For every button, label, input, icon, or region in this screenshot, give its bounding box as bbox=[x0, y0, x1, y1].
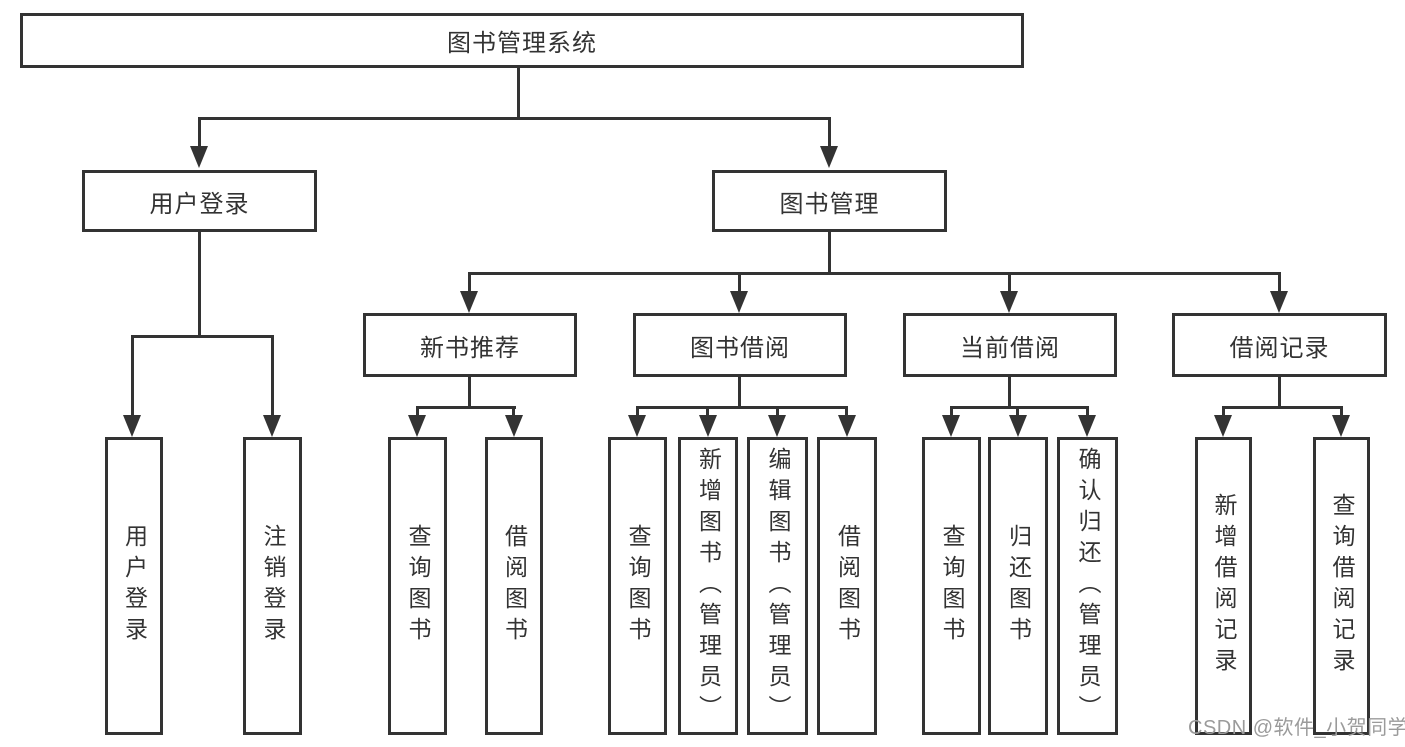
connector-drop-leaf bbox=[271, 335, 274, 419]
connector-drop-leaf bbox=[1340, 406, 1343, 420]
connector-drop-leaf bbox=[1086, 406, 1089, 420]
leaf-bb-edit-books-admin: 编辑图书（管理员） bbox=[747, 437, 808, 735]
connector-drop-leaf bbox=[1222, 406, 1225, 420]
connector-drop-leaf bbox=[131, 335, 134, 419]
arrow-down-icon bbox=[768, 415, 786, 437]
leaf-label: 查询图书 bbox=[625, 524, 651, 648]
leaf-label: 借阅图书 bbox=[501, 524, 528, 648]
node-user-login-branch: 用户登录 bbox=[82, 170, 317, 232]
connector-root-drop bbox=[517, 68, 520, 117]
arrow-down-icon bbox=[460, 291, 478, 313]
arrow-down-icon bbox=[1009, 415, 1027, 437]
leaf-br-add-borrow-record: 新增借阅记录 bbox=[1195, 437, 1252, 735]
arrow-down-icon bbox=[699, 415, 717, 437]
connector-drop-leaf bbox=[416, 406, 419, 420]
arrow-down-icon bbox=[730, 291, 748, 313]
connector-drop-leaf bbox=[950, 406, 953, 420]
connector-drop-new-book bbox=[468, 272, 471, 294]
arrow-down-icon bbox=[942, 415, 960, 437]
connector-drop-leaf bbox=[706, 406, 709, 420]
node-book-borrowing: 图书借阅 bbox=[633, 313, 847, 377]
connector-drop-current-borrow bbox=[1008, 272, 1011, 294]
connector-bookborrow-split bbox=[636, 406, 848, 409]
connector-newbook-split bbox=[416, 406, 516, 409]
connector-drop-leaf bbox=[1016, 406, 1019, 420]
leaf-label: 注销登录 bbox=[260, 524, 286, 648]
node-label: 图书管理 bbox=[779, 190, 880, 218]
leaf-cb-query-books: 查询图书 bbox=[922, 437, 981, 735]
node-label: 用户登录 bbox=[149, 190, 250, 218]
connector-drop-leaf bbox=[776, 406, 779, 420]
leaf-label: 查询借阅记录 bbox=[1329, 493, 1355, 679]
arrow-down-icon bbox=[1332, 415, 1350, 437]
watermark-csdn: CSDN @软件_小贺同学 bbox=[1188, 717, 1405, 739]
node-label: 新书推荐 bbox=[420, 334, 520, 362]
leaf-label: 新增借阅记录 bbox=[1211, 493, 1237, 679]
arrow-down-icon bbox=[628, 415, 646, 437]
leaf-label: 编辑图书（管理员） bbox=[765, 446, 791, 726]
leaf-label: 查询图书 bbox=[939, 524, 965, 648]
arrow-down-icon bbox=[190, 146, 208, 168]
node-current-borrowing: 当前借阅 bbox=[903, 313, 1117, 377]
connector-drop-leaf bbox=[636, 406, 639, 420]
arrow-down-icon bbox=[1078, 415, 1096, 437]
arrow-down-icon bbox=[1214, 415, 1232, 437]
leaf-br-query-borrow-record: 查询借阅记录 bbox=[1313, 437, 1370, 735]
arrow-down-icon bbox=[820, 146, 838, 168]
leaf-bb-add-books-admin: 新增图书（管理员） bbox=[678, 437, 738, 735]
arrow-down-icon bbox=[123, 415, 141, 437]
connector-newbook-drop bbox=[468, 377, 471, 409]
connector-borrowrecords-drop bbox=[1278, 377, 1281, 409]
node-new-book-recommendation: 新书推荐 bbox=[363, 313, 577, 377]
connector-bookmgmt-split bbox=[468, 272, 1281, 275]
node-book-management: 图书管理 bbox=[712, 170, 947, 232]
connector-drop-user-login bbox=[198, 117, 201, 149]
connector-userlogin-split bbox=[131, 335, 274, 338]
leaf-label: 确认归还（管理员） bbox=[1075, 446, 1101, 726]
leaf-logout: 注销登录 bbox=[243, 437, 302, 735]
node-label: 当前借阅 bbox=[960, 334, 1060, 362]
leaf-bb-borrow-books: 借阅图书 bbox=[817, 437, 877, 735]
connector-bookmgmt-drop bbox=[828, 232, 831, 272]
node-library-management-system: 图书管理系统 bbox=[20, 13, 1024, 68]
connector-currentborrow-drop bbox=[1008, 377, 1011, 409]
connector-drop-book-borrow bbox=[738, 272, 741, 294]
leaf-label: 归还图书 bbox=[1005, 524, 1032, 648]
node-label: 图书管理系统 bbox=[447, 30, 597, 57]
leaf-cb-confirm-return-admin: 确认归还（管理员） bbox=[1057, 437, 1118, 735]
arrow-down-icon bbox=[263, 415, 281, 437]
leaf-label: 用户登录 bbox=[121, 524, 148, 648]
leaf-label: 借阅图书 bbox=[834, 524, 861, 648]
leaf-user-login: 用户登录 bbox=[105, 437, 163, 735]
leaf-nb-query-books: 查询图书 bbox=[388, 437, 447, 735]
leaf-label: 新增图书（管理员） bbox=[695, 446, 722, 726]
leaf-bb-query-books: 查询图书 bbox=[608, 437, 667, 735]
connector-drop-leaf bbox=[512, 406, 515, 420]
arrow-down-icon bbox=[1000, 291, 1018, 313]
connector-currentborrow-split bbox=[950, 406, 1089, 409]
connector-drop-borrow-records bbox=[1278, 272, 1281, 294]
connector-drop-leaf bbox=[845, 406, 848, 420]
connector-bookborrow-drop bbox=[738, 377, 741, 409]
arrow-down-icon bbox=[1270, 291, 1288, 313]
connector-borrowrecords-split bbox=[1222, 406, 1343, 409]
node-label: 图书借阅 bbox=[690, 334, 790, 362]
leaf-label: 查询图书 bbox=[405, 524, 431, 648]
connector-drop-book-management bbox=[828, 117, 831, 149]
leaf-cb-return-books: 归还图书 bbox=[988, 437, 1048, 735]
node-borrowing-records: 借阅记录 bbox=[1172, 313, 1387, 377]
arrow-down-icon bbox=[505, 415, 523, 437]
leaf-nb-borrow-books: 借阅图书 bbox=[485, 437, 543, 735]
arrow-down-icon bbox=[408, 415, 426, 437]
arrow-down-icon bbox=[838, 415, 856, 437]
connector-root-split bbox=[198, 117, 831, 120]
connector-userlogin-drop bbox=[198, 232, 201, 335]
node-label: 借阅记录 bbox=[1229, 334, 1330, 362]
